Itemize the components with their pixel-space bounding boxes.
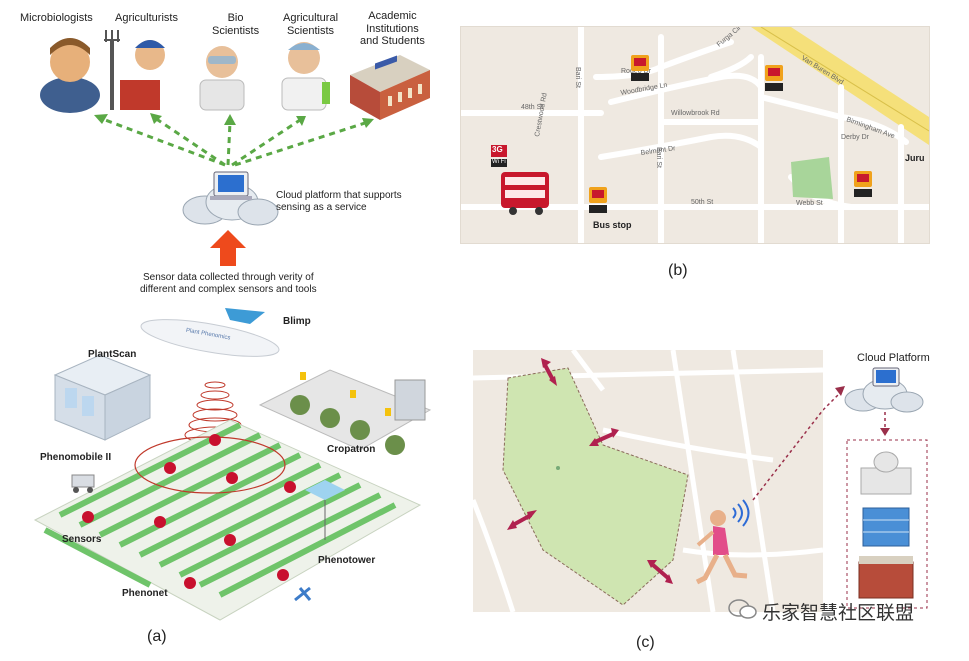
phenomobile-icon — [71, 474, 95, 493]
watermark-text: 乐家智慧社区联盟 — [762, 603, 915, 624]
svg-text:Belmont Dr: Belmont Dr — [640, 145, 676, 157]
caption-a: (a) — [147, 628, 167, 645]
runner-icon — [695, 510, 748, 585]
field-illustration: Plant Phenomics — [33, 308, 432, 621]
actor-label-agricultural-scientists: Agricultural Scientists — [283, 12, 339, 37]
actor-label-academic-institutions: Academic Institutions and Students — [360, 10, 425, 48]
green-dashed-arrows — [99, 116, 369, 167]
blimp-label: Blimp — [283, 316, 311, 327]
panel-b: 48th St 50th St Willowbrook Rd Woodbridg… — [460, 26, 930, 244]
crop-field — [33, 419, 422, 621]
double-decker-bus-icon — [501, 172, 549, 215]
wifi-label-3g: Wi Fi — [492, 159, 506, 165]
plantscan-label: PlantScan — [88, 349, 137, 360]
wifi-icon — [732, 499, 750, 527]
green-arrowheads — [94, 113, 374, 128]
sensors-label: Sensors — [62, 534, 102, 545]
caption-c: (c) — [636, 634, 655, 651]
3g-badge-icon — [491, 145, 507, 167]
street-map: 48th St 50th St Willowbrook Rd Woodbridg… — [461, 27, 929, 243]
boundary-arrows — [512, 364, 670, 580]
drone-icon — [294, 586, 312, 602]
academic-building-icon — [350, 55, 430, 120]
cropatron-label: Cropatron — [327, 444, 376, 455]
bus-stop-label: Bus stop — [593, 220, 632, 230]
actors-illustration — [40, 30, 430, 226]
phenotower-label: Phenotower — [318, 555, 376, 566]
street-50th: 50th St — [691, 199, 713, 206]
phenotower-icon — [305, 480, 345, 540]
cloud-platform-label: Cloud platform that supports sensing as … — [276, 190, 402, 213]
cloud-platform-c-label: Cloud Platform — [857, 352, 930, 364]
school-building-icon — [858, 556, 914, 599]
blimp-icon: Plant Phenomics — [140, 308, 280, 357]
phenomobile-label: Phenomobile II — [40, 452, 112, 463]
cloud-and-buildings — [823, 367, 928, 609]
plantscan-building-icon — [53, 354, 152, 441]
caption-b: (b) — [668, 262, 688, 279]
capitol-building-icon — [860, 451, 912, 495]
agriculturist-icon — [104, 30, 165, 110]
svg-text:Bari St: Bari St — [655, 147, 662, 168]
cropatron-icon — [258, 369, 432, 455]
juru-label: Juru — [905, 153, 925, 163]
3g-badge-label: 3G — [492, 145, 503, 154]
bus-stop-icons — [589, 55, 872, 213]
watermark-icon — [728, 598, 758, 620]
panel-a: Microbiologists Agriculturists Bio Scien… — [0, 0, 450, 661]
park-map — [473, 350, 823, 612]
actor-label-agriculturists: Agriculturists — [115, 12, 178, 24]
sensor-data-label: Sensor data collected through verity of … — [140, 272, 317, 295]
cloud-platform-icon — [182, 171, 279, 226]
cloud-platform-c-icon — [844, 367, 924, 413]
office-building-icon — [862, 507, 910, 547]
sensor-dots — [82, 434, 296, 589]
bio-scientist-icon — [199, 46, 245, 111]
svg-text:Rodeo Dr: Rodeo Dr — [621, 68, 652, 75]
svg-text:Derby Dr: Derby Dr — [841, 134, 870, 141]
actor-label-bio-scientists: Bio Scientists — [212, 12, 260, 37]
actor-label-microbiologists: Microbiologists — [20, 12, 93, 24]
phenonet-label: Phenonet — [122, 588, 168, 599]
svg-text:Willowbrook Rd: Willowbrook Rd — [671, 110, 720, 117]
agricultural-scientist-icon — [281, 42, 330, 111]
svg-text:Bari St: Bari St — [574, 67, 581, 88]
svg-text:Webb St: Webb St — [796, 200, 823, 207]
street-48th: 48th St — [521, 104, 543, 111]
orange-up-arrow — [210, 230, 246, 266]
panel-c — [473, 350, 823, 612]
microbiologist-icon — [40, 38, 100, 113]
